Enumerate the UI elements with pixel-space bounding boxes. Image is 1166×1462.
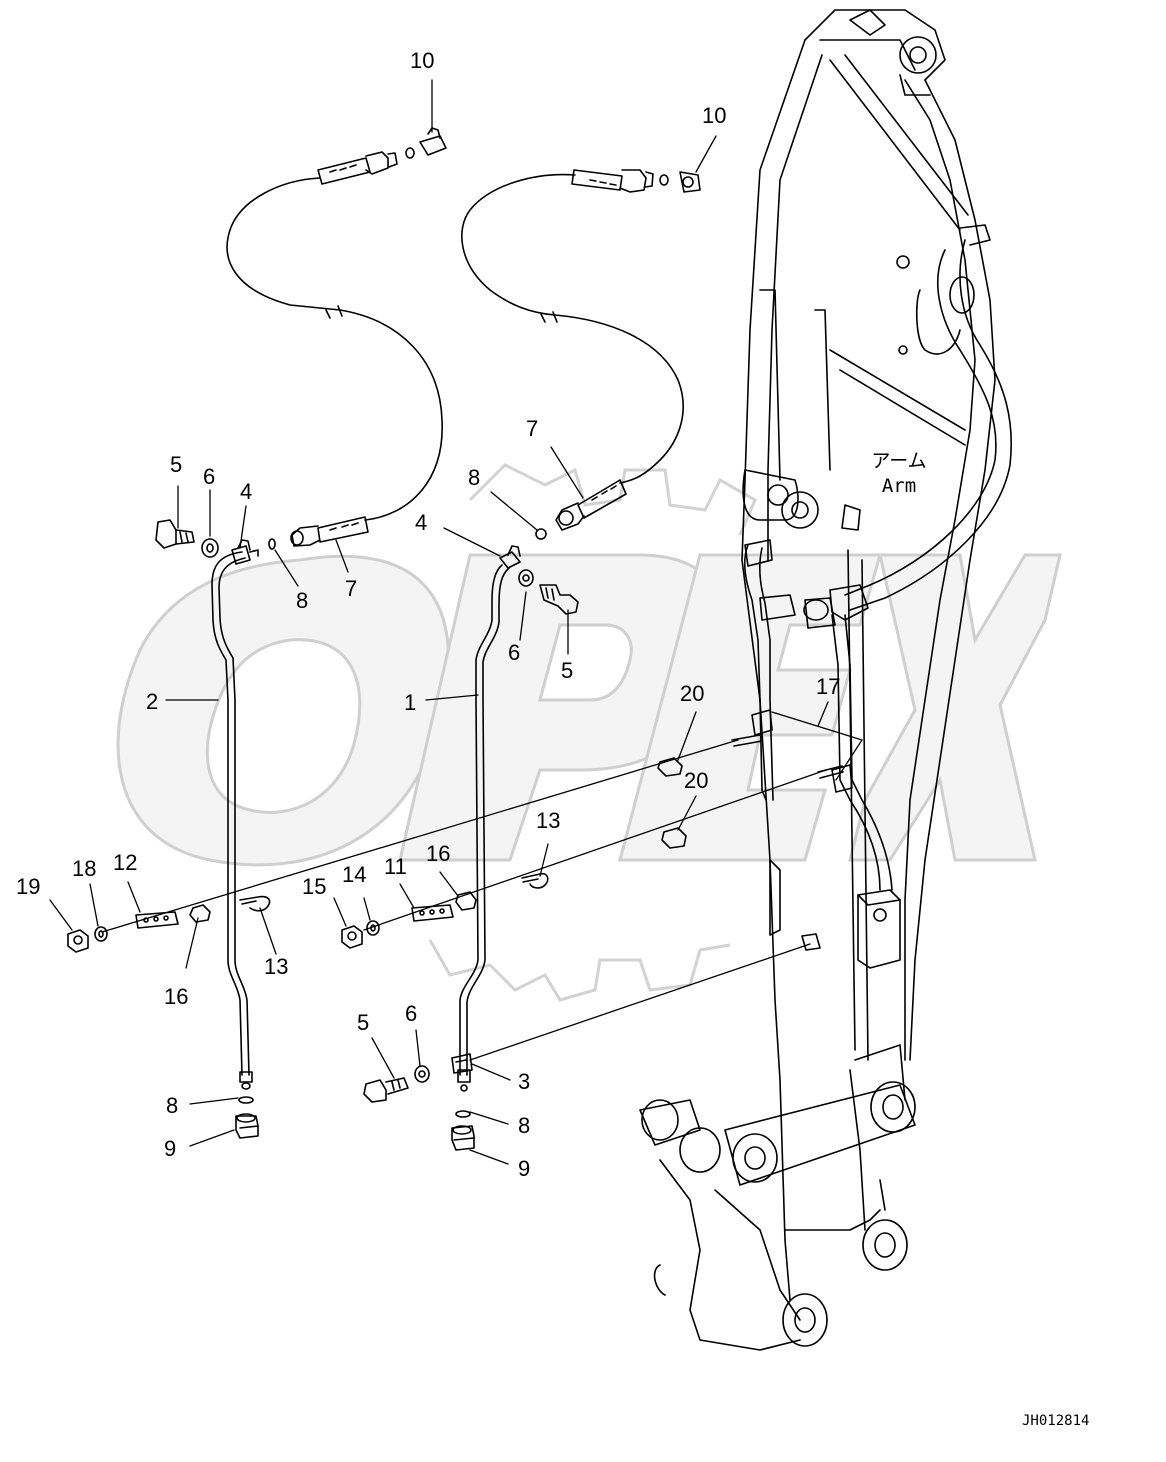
fitting-10-top-right — [659, 171, 701, 193]
callout-8: 8 — [468, 465, 481, 490]
excavator-arm — [639, 9, 996, 1351]
callout-5: 5 — [561, 658, 574, 683]
callout-16: 16 — [426, 841, 451, 866]
clamp-plate-12 — [135, 911, 179, 929]
fitting-9-left — [235, 1113, 259, 1139]
callout-2: 2 — [146, 689, 159, 714]
clamp-16-left — [189, 904, 211, 923]
callout-6: 6 — [405, 1001, 418, 1026]
arm-hydraulic-hose — [803, 224, 1013, 621]
callout-8: 8 — [518, 1113, 531, 1138]
callout-10: 10 — [702, 103, 727, 128]
callout-6: 6 — [203, 464, 216, 489]
washer-6-bottom — [414, 1065, 430, 1083]
callout-7: 7 — [526, 416, 539, 441]
callout-5: 5 — [170, 452, 183, 477]
callout-14: 14 — [342, 862, 367, 887]
oring-8-bottom-left — [238, 1096, 254, 1104]
nut-19 — [67, 929, 89, 953]
clamp-plate-11 — [411, 904, 454, 922]
fitting-7-top-right — [571, 169, 654, 193]
callout-20: 20 — [680, 681, 705, 706]
fitting-10-top-left — [405, 127, 447, 159]
callout-4: 4 — [240, 479, 253, 504]
callout-7: 7 — [345, 576, 358, 601]
callout-8: 8 — [296, 588, 309, 613]
ubolt-13-middle — [521, 872, 549, 889]
hose-left — [226, 177, 443, 521]
callout-1: 1 — [404, 690, 417, 715]
watermark-letter-o — [116, 554, 450, 867]
callout-12: 12 — [113, 850, 138, 875]
fitting-7-top-left — [317, 151, 398, 185]
fitting-7-bottom-right — [555, 479, 627, 531]
oring-8-top-left — [268, 538, 276, 550]
tube-1 — [457, 564, 510, 1092]
callout-13: 13 — [536, 808, 561, 833]
callout-11: 11 — [384, 854, 407, 879]
fitting-9-right — [451, 1125, 475, 1151]
ubolt-13-left — [239, 895, 271, 912]
bracket-4-middle — [499, 545, 521, 569]
fitting-7-bottom-left — [290, 516, 369, 547]
washer-6-top-left — [201, 538, 219, 558]
washer-6-middle — [518, 569, 534, 587]
callout-13: 13 — [264, 954, 289, 979]
callout-15: 15 — [302, 874, 327, 899]
callout-3: 3 — [518, 1069, 531, 1094]
hose-right — [461, 173, 684, 484]
oring-8-middle — [535, 528, 547, 540]
watermark-letter-e — [618, 553, 882, 862]
clamp-20-upper — [657, 757, 683, 777]
callout-18: 18 — [72, 856, 97, 881]
callout-4: 4 — [415, 510, 428, 535]
washer-18 — [94, 926, 108, 942]
arm-label-jp: アーム — [871, 450, 927, 472]
watermark-letter-x — [848, 553, 1062, 862]
callout-9: 9 — [164, 1136, 177, 1161]
callout-20: 20 — [684, 768, 709, 793]
callout-10: 10 — [410, 48, 435, 73]
callout-17: 17 — [816, 674, 841, 699]
arm-label-en: Arm — [881, 475, 917, 497]
arm-pipes — [743, 539, 893, 891]
callout-16: 16 — [164, 984, 189, 1009]
callout-19: 19 — [16, 874, 41, 899]
callout-6: 6 — [508, 640, 521, 665]
callout-8: 8 — [166, 1093, 179, 1118]
bolt-5-middle — [539, 584, 579, 615]
bolt-5-top-left — [155, 519, 195, 549]
drawing-code: JH012814 — [1022, 1413, 1090, 1429]
oring-8-bottom-right — [455, 1110, 471, 1118]
nut-15 — [341, 925, 363, 949]
callout-5: 5 — [357, 1010, 370, 1035]
clamp-20-lower — [661, 827, 687, 849]
bolt-5-bottom — [363, 1077, 409, 1103]
clamp-16-middle — [455, 891, 477, 911]
clamp-3 — [451, 1053, 473, 1074]
tube-2 — [211, 551, 253, 1090]
callout-9: 9 — [518, 1156, 531, 1181]
